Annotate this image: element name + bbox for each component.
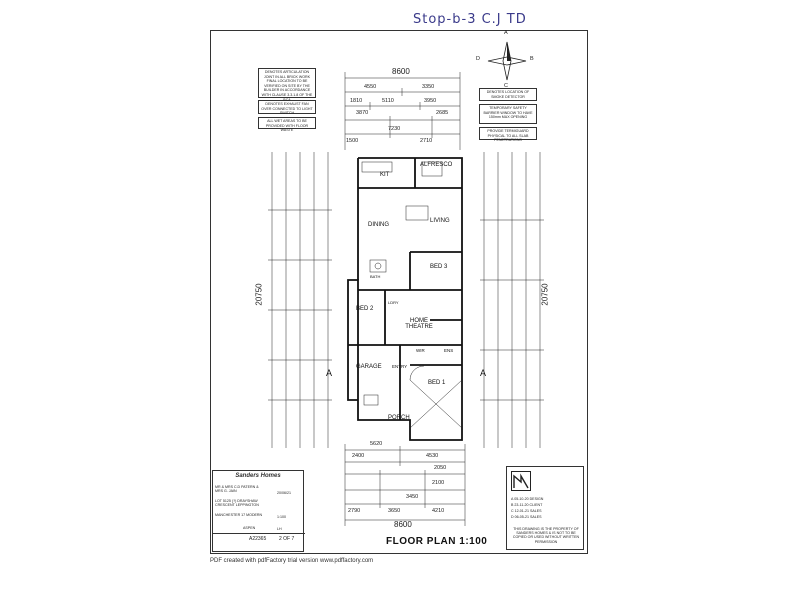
room-entry: ENTRY bbox=[392, 364, 408, 369]
room-ens: ENS bbox=[444, 348, 454, 353]
copyright-note: THIS DRAWING IS THE PROPERTY OF SANDERS … bbox=[512, 527, 580, 544]
revision-row: D 06-05-21 SALES bbox=[511, 515, 542, 519]
room-bed1: BED 1 bbox=[428, 380, 446, 386]
right-overall-dim: 20750 bbox=[540, 283, 550, 306]
top-dim-2710: 2710 bbox=[420, 138, 433, 144]
top-overall-dim: 8600 bbox=[392, 67, 410, 76]
room-wir: WIR bbox=[416, 348, 425, 353]
left-overall-dim: 20750 bbox=[254, 283, 264, 306]
bottom-dim-4210: 4210 bbox=[432, 508, 445, 514]
compass-rose: A B C D bbox=[476, 30, 534, 89]
job-number: A22365 bbox=[249, 536, 267, 542]
top-dim-1500: 1500 bbox=[346, 138, 359, 144]
bottom-dim-5620: 5620 bbox=[370, 441, 383, 447]
title-block-rule bbox=[213, 533, 305, 534]
left-dimension-lines: 20750 bbox=[255, 150, 342, 450]
bottom-dim-2400: 2400 bbox=[352, 453, 365, 459]
company-logo: Sanders Homes bbox=[235, 473, 281, 479]
compass-d: D bbox=[476, 56, 480, 62]
top-dim-3870: 3870 bbox=[356, 110, 369, 116]
room-dining: DINING bbox=[368, 222, 389, 228]
drawing-sheet-border bbox=[210, 30, 588, 554]
room-home-theatre: HOME THEATRE bbox=[405, 318, 433, 330]
plan-title: FLOOR PLAN 1:100 bbox=[386, 536, 488, 547]
top-dim-2685: 2685 bbox=[436, 110, 449, 116]
bottom-overall-dim: 8600 bbox=[394, 520, 412, 529]
compass-b: B bbox=[530, 56, 534, 62]
client-name: MR & MRS C.D PATERN & MRS G. JAIN bbox=[215, 485, 259, 494]
bottom-dim-2100: 2100 bbox=[432, 480, 445, 486]
exhaust-fan-note: DENOTES EXHAUST FAN OVER CONNECTED TO LI… bbox=[258, 100, 316, 115]
title-block: Sanders Homes MR & MRS C.D PATERN & MRS … bbox=[212, 470, 305, 552]
compass-a: A bbox=[504, 30, 508, 36]
bottom-dim-4530: 4530 bbox=[426, 453, 439, 459]
revision-row: C 12-01-21 SALES bbox=[511, 509, 542, 513]
top-dim-5110: 5110 bbox=[382, 98, 394, 104]
articulation-joint-note: DENOTES ARTICULATION JOINT IN ALL BRICK … bbox=[258, 68, 316, 102]
bottom-dim-3450: 3450 bbox=[406, 494, 419, 500]
sheet-number: 2 OF 7 bbox=[279, 536, 295, 542]
builder-stamp: A 05-10-20 DESIGN B 23-11-20 CLIENT C 12… bbox=[506, 466, 584, 550]
room-porch: PORCH bbox=[388, 415, 410, 421]
smoke-detector-note: DENOTES LOCATION OF SMOKE DETECTOR bbox=[479, 88, 537, 101]
room-alfresco: ALFRESCO bbox=[420, 162, 453, 168]
room-bed3: BED 3 bbox=[430, 264, 448, 270]
right-dimension-lines: 20750 bbox=[470, 150, 550, 450]
pdf-footer: PDF created with pdfFactory trial versio… bbox=[210, 558, 374, 564]
room-living: LIVING bbox=[430, 218, 450, 224]
handwritten-annotation: Stop-b-3 C.J TD bbox=[413, 12, 527, 27]
room-ldry: LDRY bbox=[388, 300, 399, 305]
top-dim-7230: 7230 bbox=[388, 126, 401, 132]
rev-value: LH bbox=[277, 527, 282, 531]
top-dim-3350: 3350 bbox=[422, 84, 435, 90]
section-marker-left: A bbox=[326, 368, 333, 378]
builder-logo-icon bbox=[511, 471, 531, 491]
floor-plan-walls: ALFRESCO KIT DINING LIVING BED 3 BATH BE… bbox=[340, 150, 470, 450]
compass-c: C bbox=[504, 83, 508, 89]
top-dim-4550: 4550 bbox=[364, 84, 377, 90]
revision-row: A 05-10-20 DESIGN bbox=[511, 497, 544, 501]
bottom-dim-2050: 2050 bbox=[434, 465, 447, 471]
bottom-dim-3650: 3650 bbox=[388, 508, 401, 514]
room-kit: KIT bbox=[380, 172, 390, 178]
wet-areas-note: ALL WET AREAS TO BE PROVIDED WITH FLOOR … bbox=[258, 117, 316, 132]
bottom-dim-2790: 2790 bbox=[348, 508, 361, 514]
top-dim-3950: 3950 bbox=[424, 98, 437, 104]
window-barrier-note: TEMPORARY SAFETY BARRIER WINDOW TO HAVE … bbox=[479, 104, 537, 124]
revision-row: B 23-11-20 CLIENT bbox=[511, 503, 543, 507]
facade-name: ASPEN bbox=[243, 526, 256, 530]
section-marker-right: A bbox=[480, 368, 487, 378]
lot-address: LOT 5125 (?) DRAYSHAW CRESCENT LEPPINGTO… bbox=[215, 499, 259, 508]
room-bath: BATH bbox=[370, 274, 381, 279]
scale-value: 1:100 bbox=[277, 515, 286, 519]
top-dimension-lines: 8600 4550 3350 1810 5110 3950 2685 7230 … bbox=[340, 62, 465, 152]
bottom-dimension-lines: 5620 2400 4530 2050 2100 3450 2790 3650 … bbox=[340, 440, 470, 530]
room-garage: GARAGE bbox=[356, 364, 382, 370]
date-value: 20/06/21 bbox=[277, 491, 291, 495]
room-bed2: BED 2 bbox=[356, 306, 374, 312]
top-dim-1810: 1810 bbox=[350, 98, 363, 104]
design-name: MANCHESTER 17 MODERN bbox=[215, 513, 263, 517]
termiguard-note: PROVIDE TERMIGUARD PHYSICAL TO ALL SLAB … bbox=[479, 127, 537, 142]
